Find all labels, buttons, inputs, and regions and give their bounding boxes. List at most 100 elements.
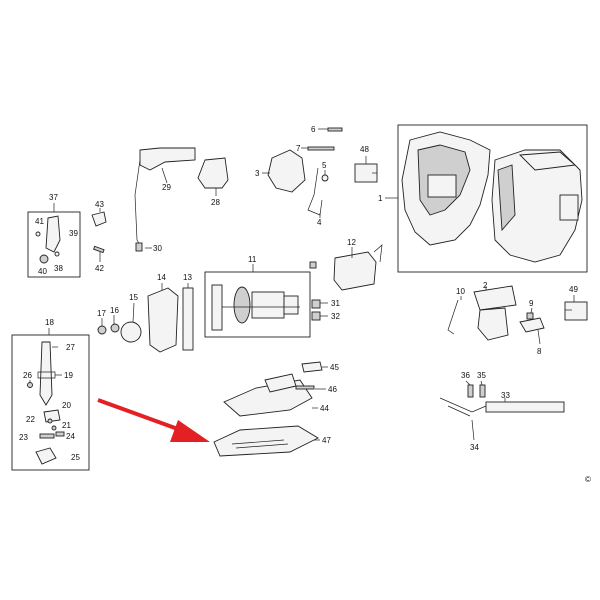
part-5-screw (321, 174, 329, 182)
label-37: 37 (49, 193, 58, 202)
part-39-lever (45, 215, 61, 253)
part-2-side-cover (473, 285, 517, 311)
copyright-mark: © (585, 475, 591, 484)
label-43: 43 (95, 200, 104, 209)
part-11-armature (251, 291, 285, 319)
label-5: 5 (322, 161, 327, 170)
label-46: 46 (328, 385, 337, 394)
group-18-box (11, 334, 90, 471)
part-41-pin (35, 231, 41, 237)
part-4-wire (307, 167, 323, 216)
part-31-brush (311, 299, 321, 309)
part-42-pin (93, 245, 105, 254)
label-16: 16 (110, 306, 119, 315)
part-40-knob (39, 254, 49, 264)
label-31: 31 (331, 299, 340, 308)
part-27-plunger (39, 341, 53, 406)
part-24-clip (55, 431, 65, 437)
part-30-cable (134, 159, 141, 246)
label-12: 12 (347, 238, 356, 247)
label-3: 3 (255, 169, 260, 178)
label-19: 19 (64, 371, 73, 380)
label-14: 14 (157, 273, 166, 282)
label-21: 21 (62, 421, 71, 430)
label-1: 1 (378, 194, 383, 203)
label-39: 39 (69, 229, 78, 238)
part-33-dust-tube (485, 401, 565, 413)
label-9: 9 (529, 299, 534, 308)
leader-lines (29, 128, 575, 441)
part-13-rail (182, 287, 194, 351)
part-6-screw (327, 127, 343, 132)
part-16-washer (110, 323, 120, 333)
part-43-clip (91, 211, 107, 227)
part-9-pin (526, 312, 534, 320)
label-26: 26 (23, 371, 32, 380)
label-28: 28 (211, 198, 220, 207)
label-33: 33 (501, 391, 510, 400)
label-15: 15 (129, 293, 138, 302)
label-24: 24 (66, 432, 75, 441)
label-2: 2 (483, 281, 488, 290)
part-11-commutator (283, 295, 299, 315)
label-23: 23 (19, 433, 28, 442)
pointer-arrow (97, 398, 210, 442)
part-20-roller (43, 409, 61, 423)
label-18: 18 (45, 318, 54, 327)
housing-group-box (397, 124, 588, 273)
part-7-pin (307, 146, 335, 151)
label-42: 42 (95, 264, 104, 273)
label-13: 13 (183, 273, 192, 282)
part-35-pin (479, 384, 486, 398)
part-47-shoe-plate (213, 425, 319, 457)
part-labels: 1 2 3 4 5 6 7 8 9 10 11 12 13 14 15 16 1… (19, 125, 591, 484)
part-30-connector (135, 242, 143, 252)
left-housing-rib (427, 174, 457, 198)
part-15-gear (120, 321, 142, 343)
label-10: 10 (456, 287, 465, 296)
part-12-small (309, 261, 317, 269)
label-4: 4 (317, 218, 322, 227)
part-25-clamp (35, 447, 57, 465)
housing-assembly (397, 124, 588, 273)
label-45: 45 (330, 363, 339, 372)
part-23-clip (39, 433, 55, 439)
label-38: 38 (54, 264, 63, 273)
part-38-pin (54, 251, 60, 257)
label-11: 11 (248, 255, 257, 264)
label-17: 17 (97, 309, 106, 318)
part-10-spring (447, 299, 459, 335)
label-22: 22 (26, 415, 35, 424)
part-17-nut (97, 325, 107, 335)
part-45-cap (301, 361, 323, 373)
part-11-plate (211, 284, 223, 331)
part-28-switch (197, 157, 229, 189)
part-32-brush (311, 311, 321, 321)
part-36-spring (467, 384, 474, 398)
right-housing-half (491, 149, 583, 263)
label-47: 47 (322, 436, 331, 445)
label-41: 41 (35, 217, 44, 226)
right-housing-top (518, 151, 577, 171)
label-7: 7 (296, 144, 301, 153)
label-44: 44 (320, 404, 329, 413)
label-6: 6 (311, 125, 316, 134)
part-21-washer (51, 425, 57, 431)
part-19-guide (37, 371, 56, 379)
part-29-bracket (139, 147, 196, 171)
label-27: 27 (66, 343, 75, 352)
part-49-label-plate (564, 301, 588, 321)
label-32: 32 (331, 312, 340, 321)
part-14-gear-housing (147, 287, 179, 353)
label-36: 36 (461, 371, 470, 380)
part-26-screw (27, 382, 33, 388)
label-48: 48 (360, 145, 369, 154)
label-35: 35 (477, 371, 486, 380)
part-22-washer (47, 418, 53, 424)
label-40: 40 (38, 267, 47, 276)
label-34: 34 (470, 443, 479, 452)
part-34-adapter (439, 397, 487, 413)
armature-group-box (204, 271, 311, 338)
